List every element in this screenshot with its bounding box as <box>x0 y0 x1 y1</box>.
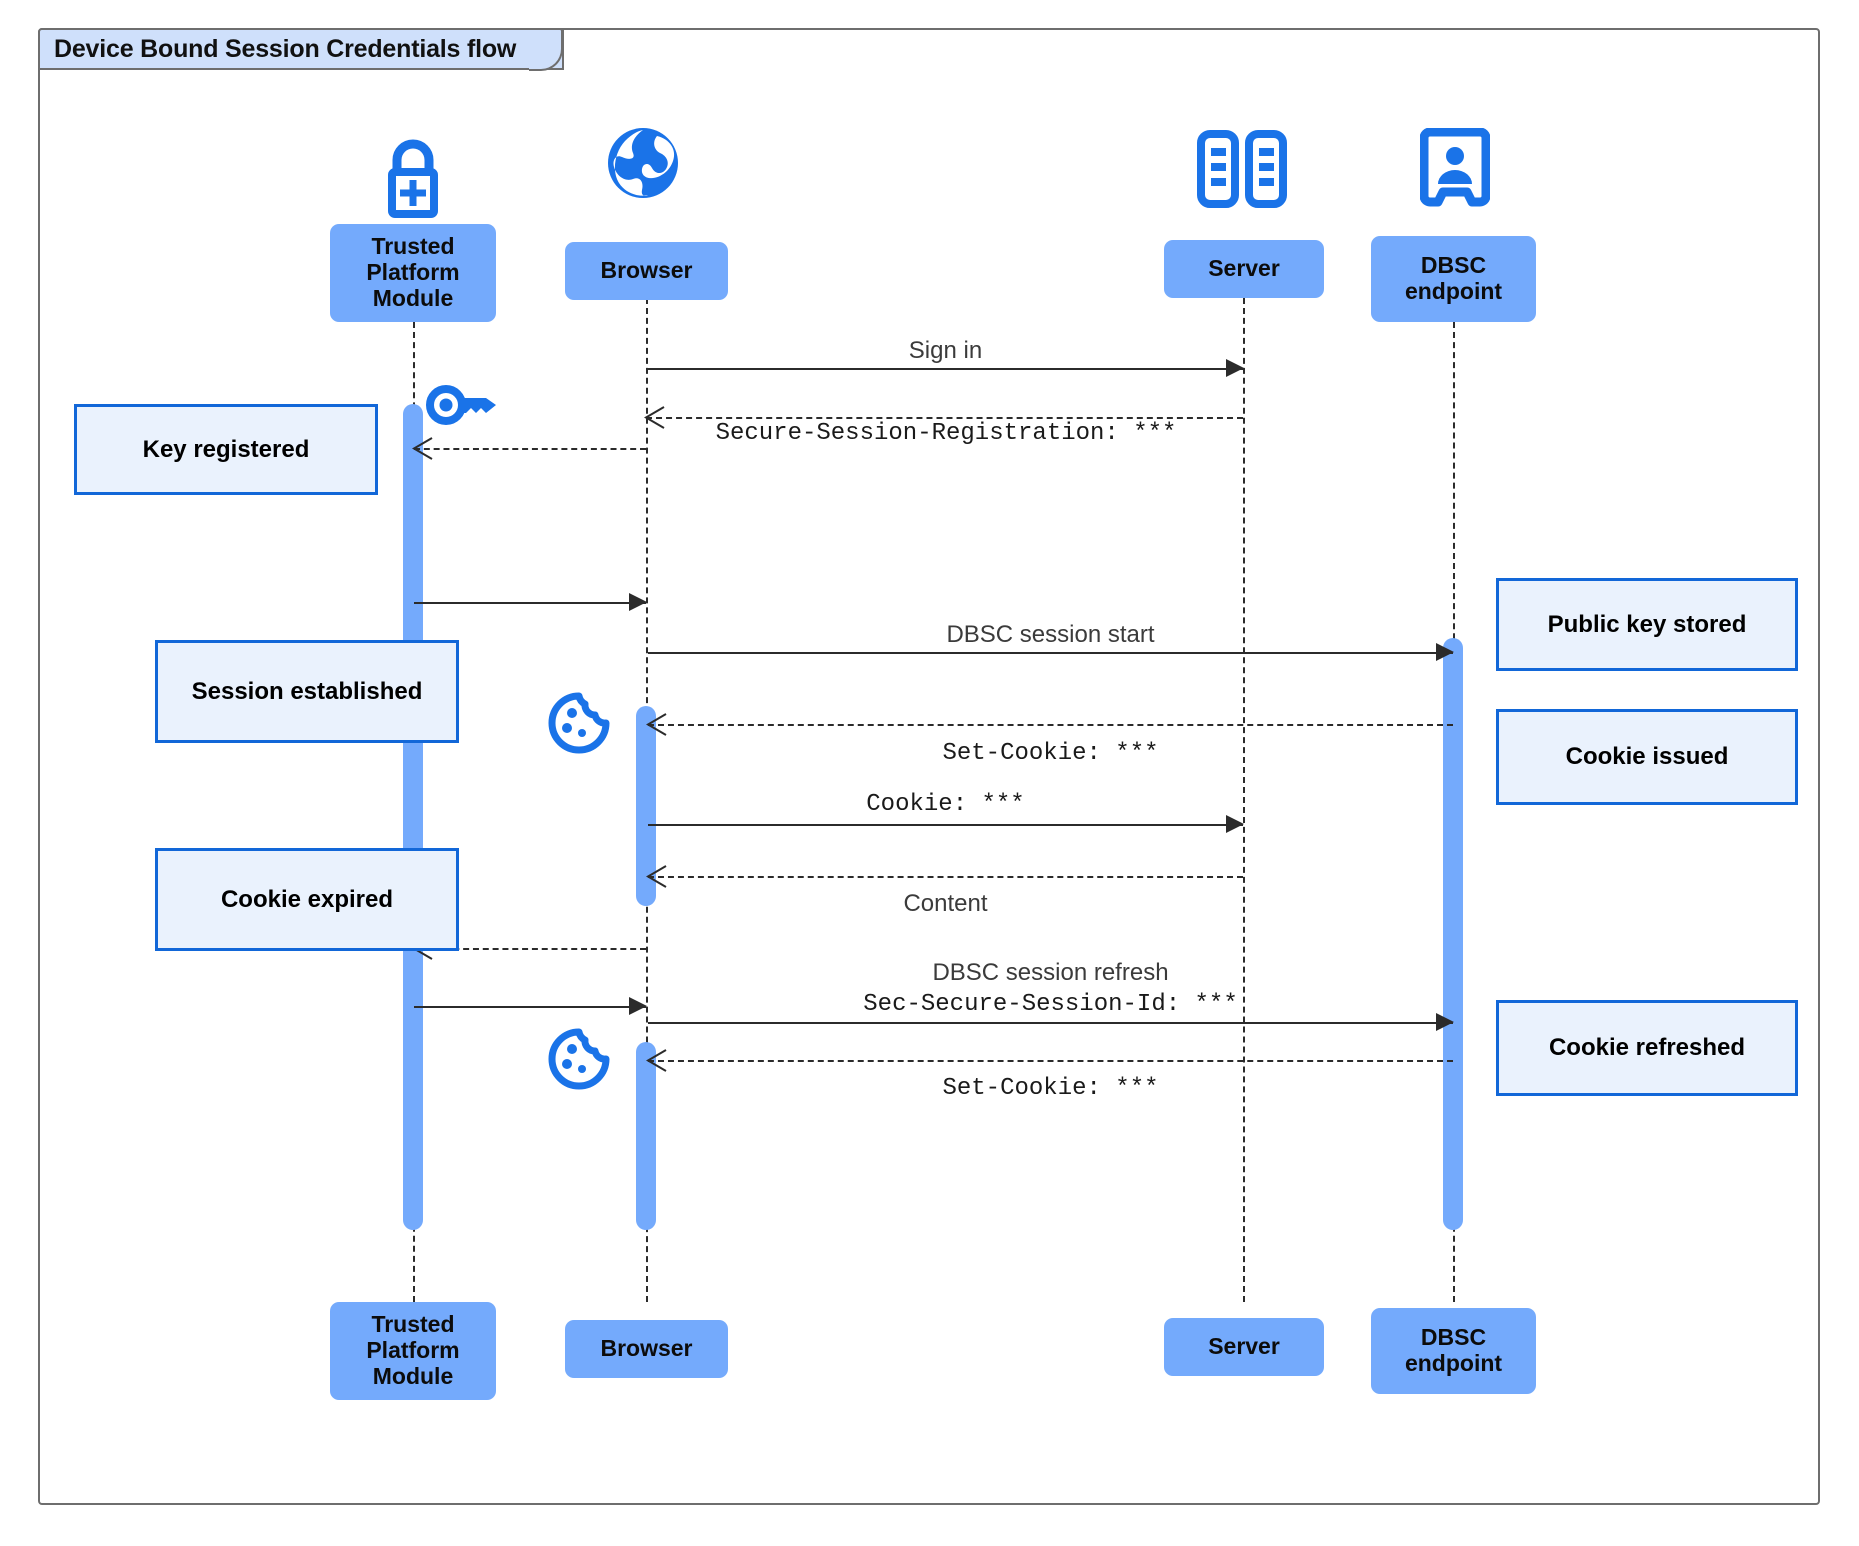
arrowhead-right-icon <box>629 997 647 1015</box>
id-badge-icon <box>1419 127 1491 212</box>
participant-label: Browser <box>600 1335 693 1362</box>
message-label-secure-session-registration: Secure-Session-Registration: *** <box>715 420 1177 447</box>
note-cookie-expired: Cookie expired <box>155 848 459 951</box>
note-session-established: Session established <box>155 640 459 743</box>
participant-tpm-bottom[interactable]: Trusted Platform Module <box>330 1302 496 1400</box>
participant-label: Server <box>1208 1333 1280 1360</box>
arrowhead-open-left-icon <box>642 406 665 429</box>
participant-browser-top[interactable]: Browser <box>565 242 728 300</box>
participant-label: Browser <box>600 257 693 284</box>
activation-tpm <box>403 404 423 1230</box>
arrowhead-open-left-icon <box>644 713 667 736</box>
cookie-icon <box>548 1028 610 1090</box>
message-label-set-cookie-1: Set-Cookie: *** <box>942 740 1159 767</box>
frame-title: Device Bound Session Credentials flow <box>38 27 565 71</box>
participant-label: DBSC endpoint <box>1404 1324 1503 1376</box>
message-line <box>648 876 1243 878</box>
participant-tpm-top[interactable]: Trusted Platform Module <box>330 224 496 322</box>
participant-server-bottom[interactable]: Server <box>1164 1318 1324 1376</box>
note-public-key-stored: Public key stored <box>1496 578 1798 671</box>
activation-browser-2 <box>636 1042 656 1230</box>
note-text: Session established <box>191 677 423 705</box>
message-line <box>648 824 1243 826</box>
activation-dbsc <box>1443 638 1463 1230</box>
message-label-set-cookie-2: Set-Cookie: *** <box>942 1075 1159 1102</box>
arrowhead-right-icon <box>629 593 647 611</box>
server-rack-icon <box>1195 130 1291 210</box>
note-text: Cookie issued <box>1565 743 1729 771</box>
participant-server-top[interactable]: Server <box>1164 240 1324 298</box>
arrowhead-open-left-icon <box>410 437 433 460</box>
activation-browser-1 <box>636 706 656 906</box>
message-line <box>648 368 1243 370</box>
message-line <box>414 448 646 450</box>
message-label-content: Content <box>903 890 988 917</box>
message-line <box>648 1060 1453 1062</box>
arrowhead-right-icon <box>1226 815 1244 833</box>
message-label-sign-in: Sign in <box>908 337 983 364</box>
arrowhead-open-left-icon <box>644 1049 667 1072</box>
message-line <box>414 948 646 950</box>
participant-label: Trusted Platform Module <box>366 1311 460 1389</box>
lifeline-server <box>1243 278 1245 1302</box>
note-text: Cookie refreshed <box>1548 1034 1746 1062</box>
participant-label: Trusted Platform Module <box>366 233 460 311</box>
message-line <box>414 1006 646 1008</box>
message-line <box>646 417 1243 419</box>
message-label-dbsc-session-start: DBSC session start <box>946 621 1155 648</box>
note-text: Key registered <box>142 435 310 463</box>
participant-browser-bottom[interactable]: Browser <box>565 1320 728 1378</box>
message-label-cookie: Cookie: *** <box>866 791 1025 818</box>
key-icon <box>424 378 504 432</box>
note-cookie-issued: Cookie issued <box>1496 709 1798 805</box>
message-label-dbsc-session-refresh: DBSC session refresh <box>932 959 1169 986</box>
cookie-icon <box>548 692 610 754</box>
message-line <box>648 724 1453 726</box>
participant-label: DBSC endpoint <box>1404 252 1503 304</box>
lock-plus-icon <box>367 128 459 220</box>
message-line <box>648 652 1453 654</box>
note-cookie-refreshed: Cookie refreshed <box>1496 1000 1798 1096</box>
message-line <box>414 602 646 604</box>
message-line <box>648 1022 1453 1024</box>
arrowhead-right-icon <box>1436 643 1454 661</box>
participant-dbsc-top[interactable]: DBSC endpoint <box>1371 236 1536 322</box>
arrowhead-right-icon <box>1226 359 1244 377</box>
note-text: Public key stored <box>1547 610 1747 638</box>
message-label-sec-secure-session-id: Sec-Secure-Session-Id: *** <box>863 991 1238 1018</box>
note-text: Cookie expired <box>220 885 394 913</box>
arrowhead-right-icon <box>1436 1013 1454 1031</box>
participant-dbsc-bottom[interactable]: DBSC endpoint <box>1371 1308 1536 1394</box>
globe-icon <box>600 120 686 206</box>
participant-label: Server <box>1208 255 1280 282</box>
note-key-registered: Key registered <box>74 404 378 495</box>
arrowhead-open-left-icon <box>644 865 667 888</box>
